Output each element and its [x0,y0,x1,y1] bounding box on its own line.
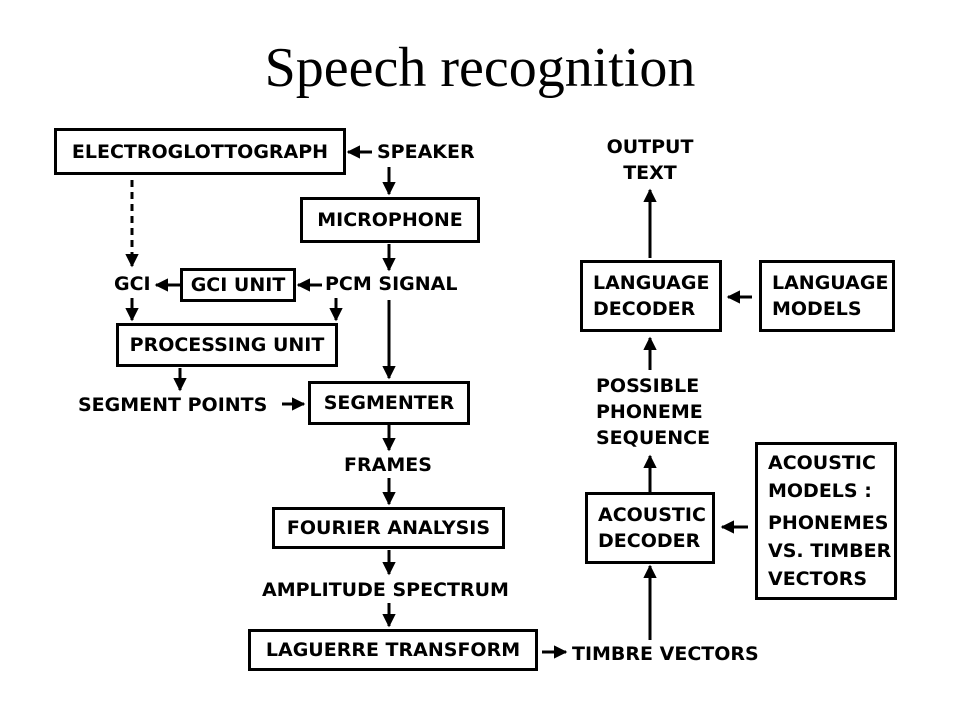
gci-label: GCI [114,273,151,295]
acoustic-decoder-line-2: DECODER [598,530,701,552]
frames-label: FRAMES [344,454,432,476]
acoustic-decoder-line-1: ACOUSTIC [598,504,706,526]
speaker-label: SPEAKER [377,141,475,163]
gci-unit-label: GCI UNIT [190,274,286,296]
electroglottograph-label: ELECTROGLOTTOGRAPH [71,140,329,163]
acoustic-models-line-3: PHONEMES [768,512,889,534]
language-decoder-line-2: DECODER [593,298,696,320]
language-decoder-box: LANGUAGE DECODER [580,260,722,332]
segmenter-label: SEGMENTER [323,392,455,414]
amplitude-spectrum-label: AMPLITUDE SPECTRUM [262,579,509,601]
fourier-analysis-label: FOURIER ANALYSIS [286,517,491,539]
output-text-line-2: TEXT [623,162,677,184]
acoustic-decoder-box: ACOUSTIC DECODER [585,492,715,564]
acoustic-models-line-5: VECTORS [768,568,868,590]
gci-unit-box: GCI UNIT [180,268,296,302]
microphone-box: MICROPHONE [300,197,480,243]
segment-points-label: SEGMENT POINTS [78,394,268,416]
timbre-vectors-label: TIMBRE VECTORS [572,643,759,665]
electroglottograph-box: ELECTROGLOTTOGRAPH [54,128,346,175]
segmenter-box: SEGMENTER [308,381,470,425]
laguerre-transform-label: LAGUERRE TRANSFORM [265,639,521,661]
acoustic-models-line-1: ACOUSTIC [768,452,876,474]
phoneme-sequence-line-2: PHONEME [596,401,703,423]
processing-unit-label: PROCESSING UNIT [129,334,325,356]
page-title: Speech recognition [264,37,696,99]
microphone-label: MICROPHONE [317,209,463,231]
laguerre-transform-box: LAGUERRE TRANSFORM [248,629,538,671]
language-models-box: LANGUAGE MODELS [759,260,895,332]
processing-unit-box: PROCESSING UNIT [116,323,338,367]
acoustic-models-line-4: VS. TIMBER [768,540,892,562]
acoustic-models-line-2: MODELS : [768,480,872,502]
fourier-analysis-box: FOURIER ANALYSIS [272,507,505,549]
language-models-line-2: MODELS [772,298,862,320]
pcm-signal-label: PCM SIGNAL [325,273,458,295]
possible-phoneme-sequence-label: POSSIBLE PHONEME SEQUENCE [596,373,710,451]
language-decoder-line-1: LANGUAGE [593,272,710,294]
language-models-line-1: LANGUAGE [772,272,889,294]
phoneme-sequence-line-3: SEQUENCE [596,427,711,449]
acoustic-models-box: ACOUSTIC MODELS : PHONEMES VS. TIMBER VE… [755,442,897,600]
phoneme-sequence-line-1: POSSIBLE [596,375,700,397]
output-text-label: OUTPUT TEXT [605,134,695,186]
output-text-line-1: OUTPUT [606,136,694,158]
